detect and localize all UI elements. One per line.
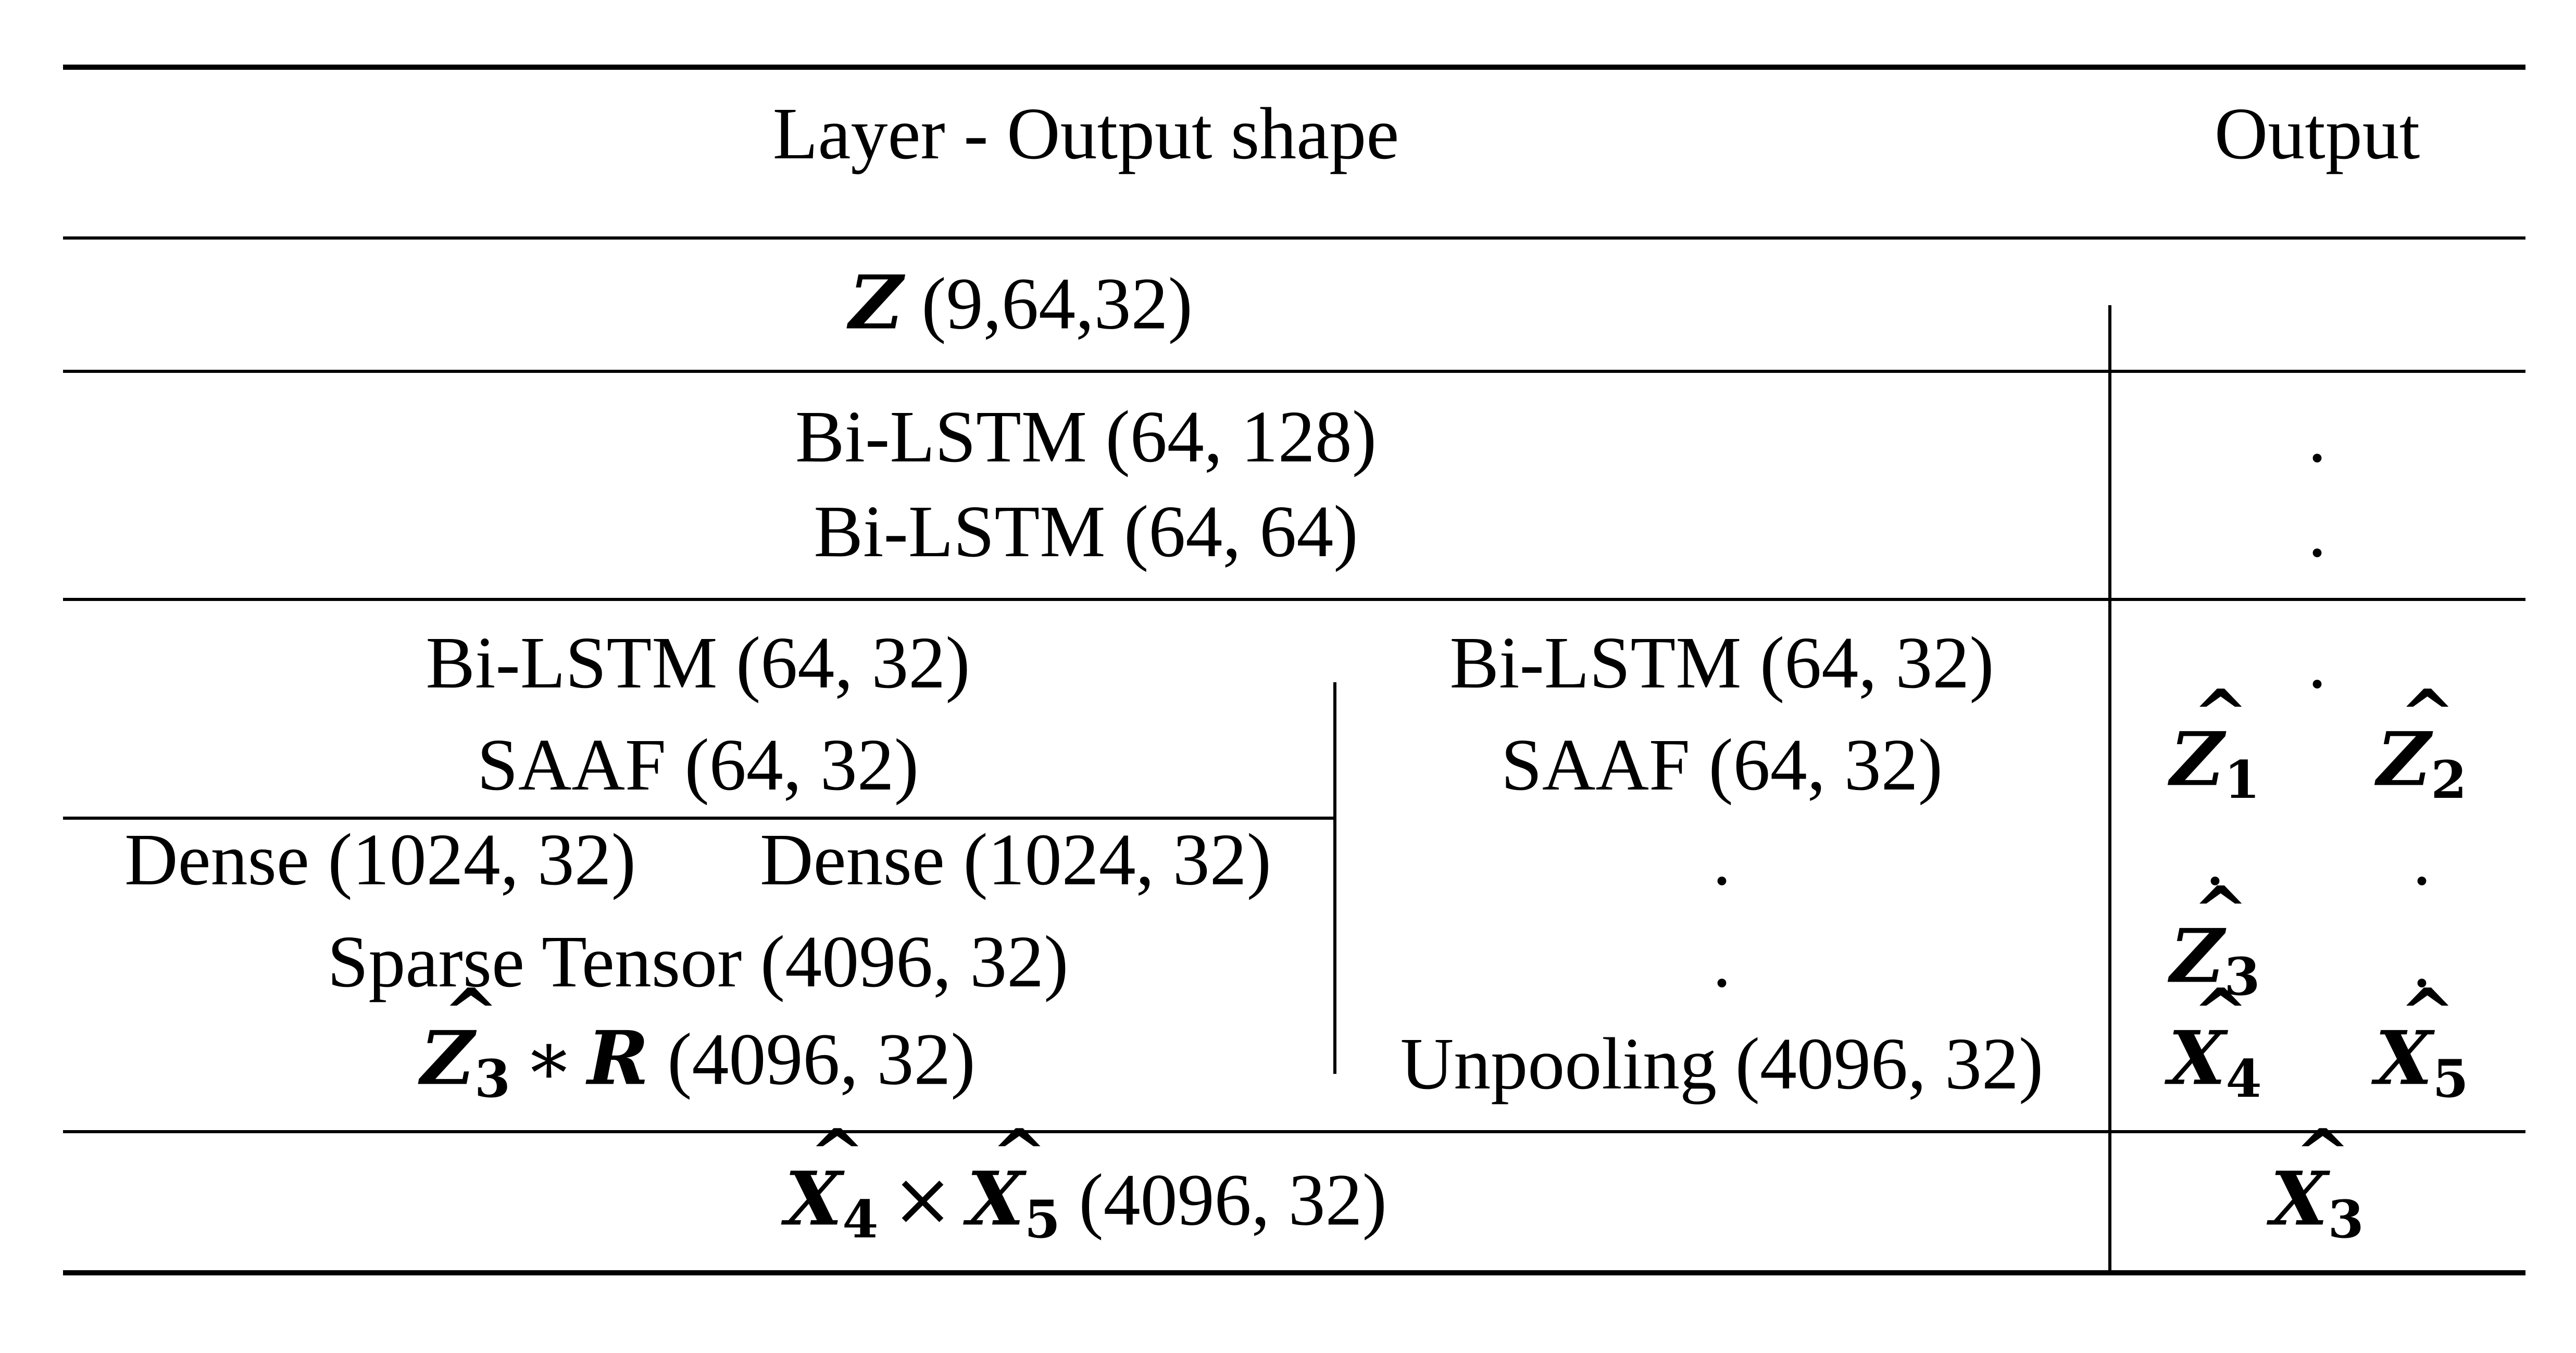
output-column-rule [2108,305,2111,1273]
output-x4: X4 [2168,1021,2261,1105]
left-dense-b: Dense (1024, 32) [760,818,1271,900]
input-row-label: Z (9,64,32) [849,266,1193,341]
times-operator: × [891,1156,954,1243]
left-sparse-tensor: Sparse Tensor (4096, 32) [327,920,1069,1003]
left-saaf: SAAF (64, 32) [477,723,919,806]
z-hat-symbol: Z3 [420,1021,510,1105]
left-bilstm: Bi-LSTM (64, 32) [426,621,970,704]
convolution-operator: ∗ [523,1016,574,1102]
encoder-output-1: . [2308,395,2327,478]
header-layer-output-shape: Layer - Output shape [772,92,1399,174]
output-row-1: . [2308,621,2327,704]
product-shape: (4096, 32) [667,1018,976,1100]
right-bilstm: Bi-LSTM (64, 32) [1449,621,1994,704]
right-dot-1: . [1712,818,1731,900]
output-x5: X5 [2375,1021,2468,1105]
encoder-layer-2: Bi-LSTM (64, 64) [814,490,1358,572]
left-dense-a: Dense (1024, 32) [124,818,636,900]
input-shape: (9,64,32) [921,262,1193,345]
branch-divider-rule [1333,682,1336,1074]
z-symbol: Z [849,259,903,346]
decoder-rule [63,1130,2525,1133]
output-row-3b: . [2412,818,2431,900]
r-symbol: R [587,1015,649,1102]
header-rule [63,236,2525,240]
header-output: Output [2214,92,2420,174]
output-z2: Z2 [2377,722,2467,806]
right-unpooling: Unpooling (4096, 32) [1400,1022,2044,1105]
right-dot-2: . [1712,920,1731,1003]
encoder-layer-1: Bi-LSTM (64, 128) [795,395,1377,478]
left-product: Z3∗R (4096, 32) [420,1021,976,1105]
final-row-label: X4×X5 (4096, 32) [785,1162,1387,1246]
input-rule [63,370,2525,373]
encoder-output-2: . [2308,490,2327,572]
encoder-rule [63,598,2525,601]
bottom-rule [63,1270,2525,1275]
right-saaf: SAAF (64, 32) [1500,723,1943,806]
top-rule [63,65,2525,70]
left-branch-rule [63,817,1336,820]
output-z1: Z1 [2170,722,2260,806]
final-output-x3: X3 [2270,1162,2364,1246]
final-shape: (4096, 32) [1079,1158,1387,1241]
